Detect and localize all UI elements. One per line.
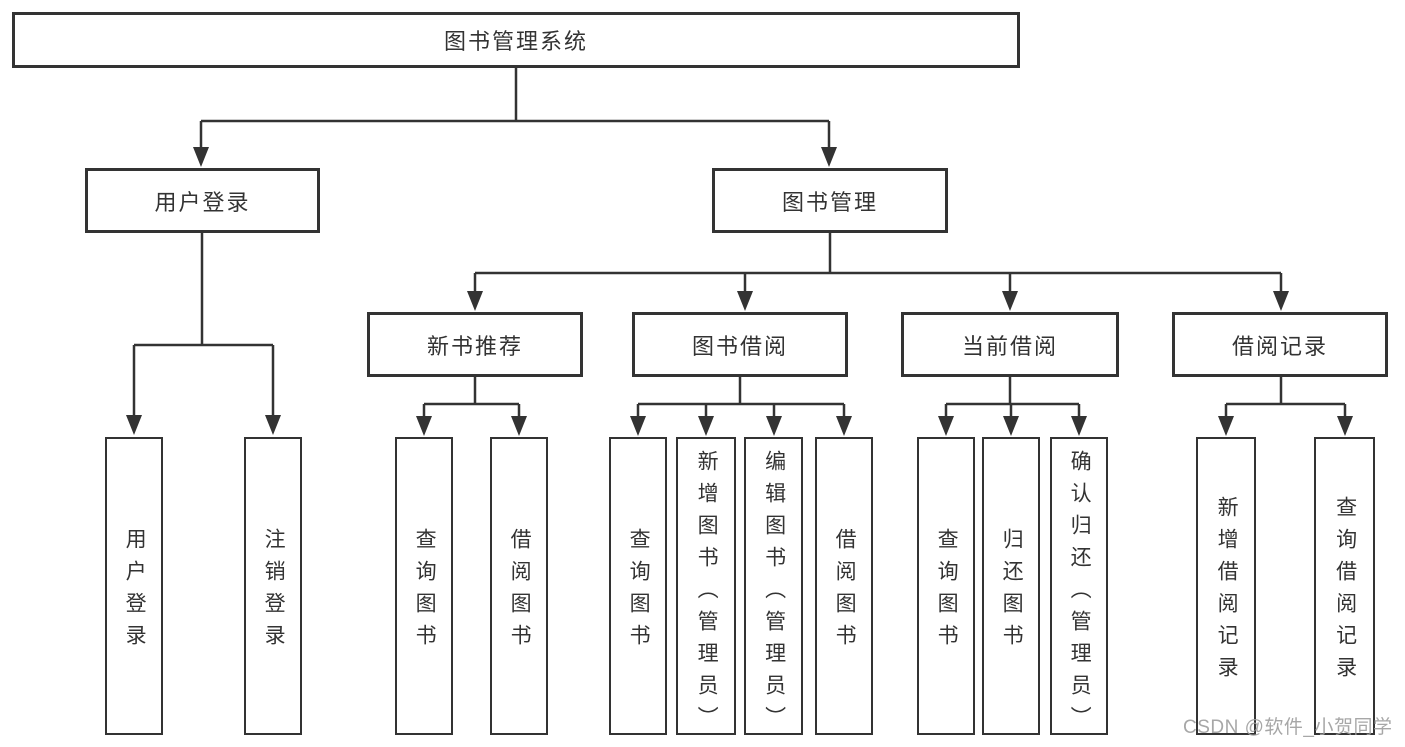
leaf-confirm-return-admin: 确认归还（管理员） — [1050, 437, 1108, 738]
leaf-borrow-books: 借阅图书 — [815, 437, 873, 735]
leaf-borrow-books-recommend: 借阅图书 — [490, 437, 548, 735]
node-user-login: 用户登录 — [85, 168, 320, 233]
node-root-system: 图书管理系统 — [12, 12, 1020, 68]
leaf-confirm-return-admin-label: 确认归还（管理员） — [1068, 450, 1092, 738]
leaf-return-books-label: 归还图书 — [1000, 527, 1024, 656]
node-current-borrow: 当前借阅 — [901, 312, 1119, 377]
connector-user-login-children — [132, 233, 275, 419]
leaf-user-login: 用户登录 — [105, 437, 163, 735]
leaf-logout-login: 注销登录 — [244, 437, 302, 735]
connector-current-borrow-children — [944, 377, 1081, 419]
leaf-edit-books-admin-label: 编辑图书（管理员） — [762, 450, 786, 738]
leaf-add-books-admin: 新增图书（管理员） — [676, 437, 736, 738]
watermark: CSDN @软件_小贺同学 — [1183, 717, 1393, 738]
leaf-borrow-books-recommend-label: 借阅图书 — [508, 527, 532, 656]
leaf-query-books-current: 查询图书 — [917, 437, 975, 735]
leaf-logout-login-label: 注销登录 — [262, 527, 286, 656]
node-book-borrow: 图书借阅 — [632, 312, 848, 377]
connector-book-management-children — [473, 233, 1283, 294]
leaf-query-books-current-label: 查询图书 — [935, 527, 959, 656]
node-book-management: 图书管理 — [712, 168, 948, 233]
connector-new-book-recommend-children — [422, 377, 521, 419]
leaf-add-borrow-record-label: 新增借阅记录 — [1215, 495, 1239, 688]
node-root-system-label: 图书管理系统 — [443, 29, 588, 54]
leaf-return-books: 归还图书 — [982, 437, 1040, 735]
leaf-query-borrow-record-label: 查询借阅记录 — [1333, 495, 1357, 688]
leaf-query-books-borrow: 查询图书 — [609, 437, 667, 735]
connector-book-borrow-children — [636, 377, 846, 419]
leaf-user-login-label: 用户登录 — [123, 527, 147, 656]
leaf-query-books-recommend: 查询图书 — [395, 437, 453, 735]
leaf-edit-books-admin: 编辑图书（管理员） — [744, 437, 803, 738]
leaf-add-borrow-record: 新增借阅记录 — [1196, 437, 1256, 735]
leaf-query-books-recommend-label: 查询图书 — [413, 527, 437, 656]
node-book-management-label: 图书管理 — [781, 189, 878, 215]
connector-borrow-records-children — [1224, 377, 1347, 419]
node-borrow-records-label: 借阅记录 — [1231, 333, 1328, 359]
node-user-login-label: 用户登录 — [154, 189, 251, 215]
node-new-book-recommend-label: 新书推荐 — [426, 333, 523, 359]
node-book-borrow-label: 图书借阅 — [691, 333, 788, 359]
node-borrow-records: 借阅记录 — [1172, 312, 1388, 377]
leaf-borrow-books-label: 借阅图书 — [833, 527, 857, 656]
leaf-add-books-admin-label: 新增图书（管理员） — [695, 450, 719, 738]
leaf-query-books-borrow-label: 查询图书 — [627, 527, 651, 656]
connector-root-to-level2 — [199, 68, 831, 150]
arrowheads — [126, 147, 1353, 436]
node-new-book-recommend: 新书推荐 — [367, 312, 583, 377]
leaf-query-borrow-record: 查询借阅记录 — [1314, 437, 1375, 735]
node-current-borrow-label: 当前借阅 — [961, 333, 1058, 359]
